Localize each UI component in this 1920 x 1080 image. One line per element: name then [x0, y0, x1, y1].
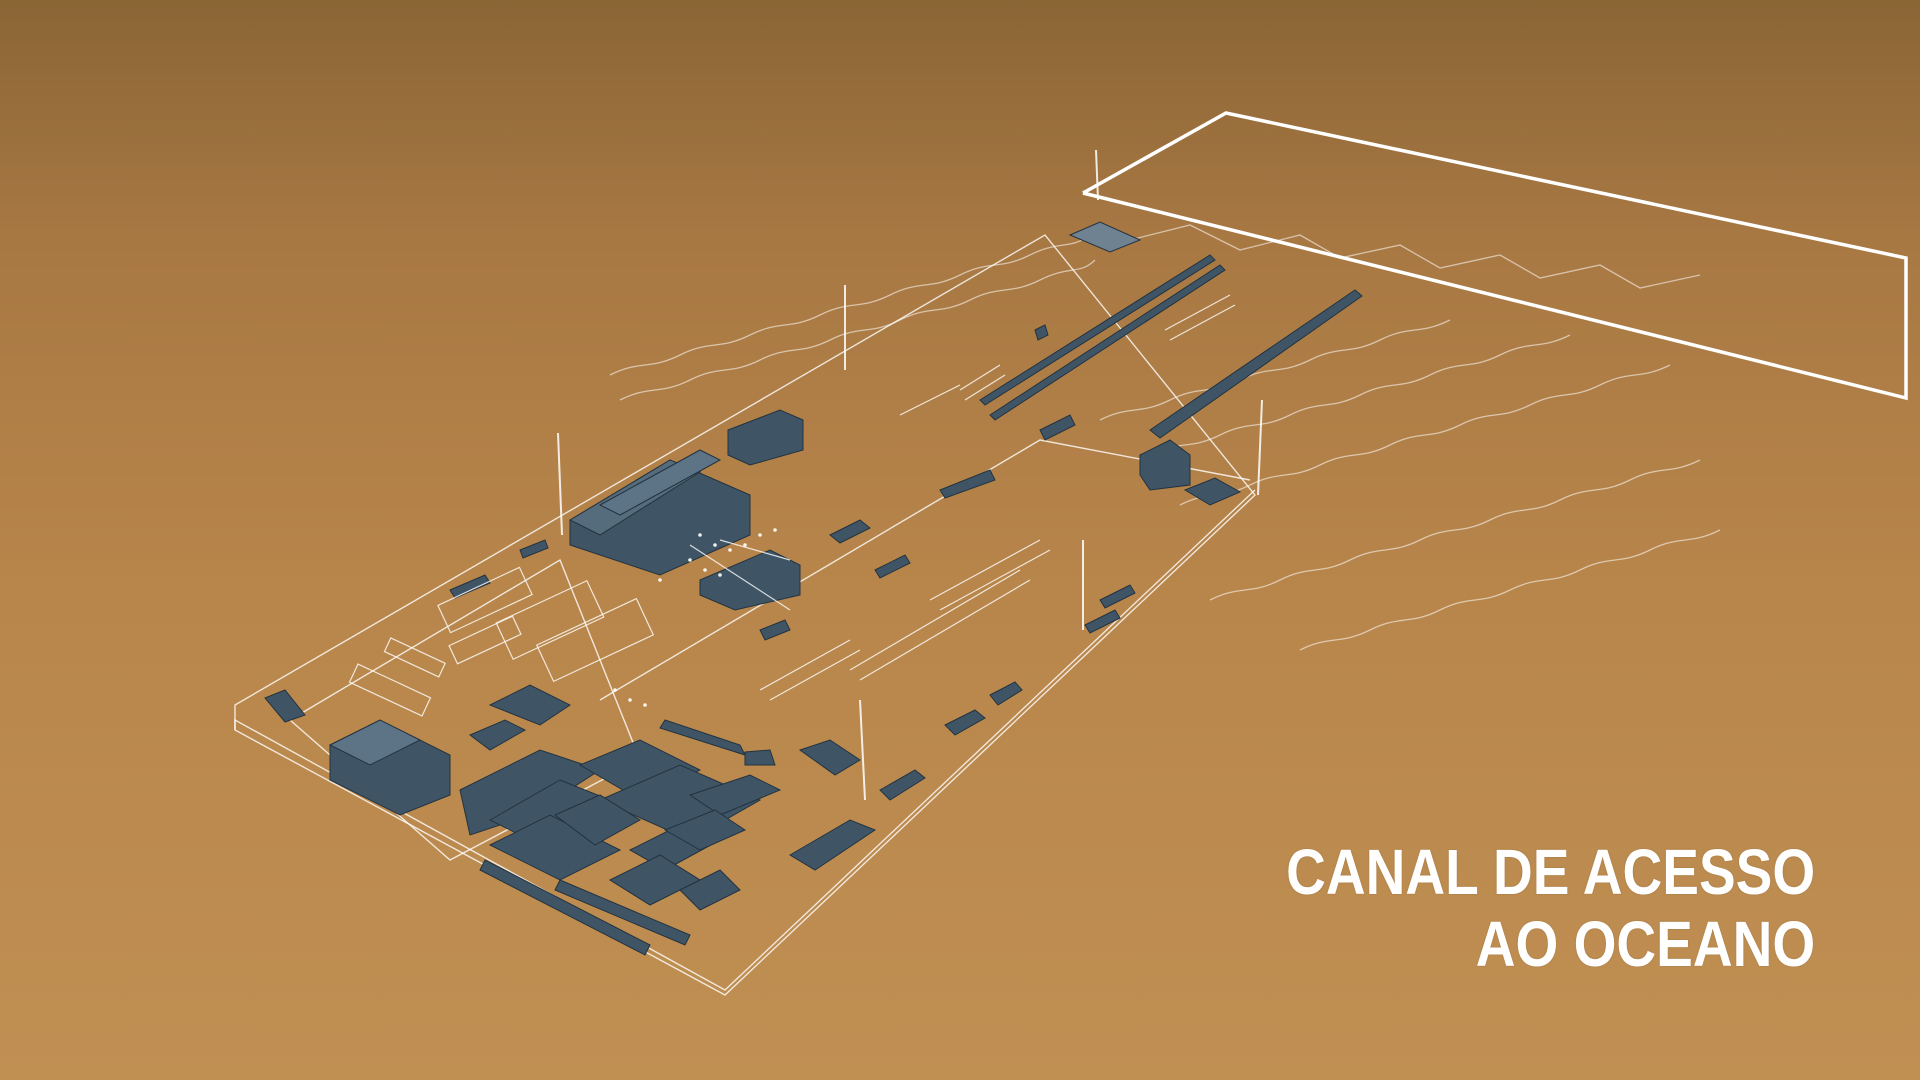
buildings: [264, 221, 1363, 956]
ocean-channel-caption: CANAL DE ACESSO AO OCEANO: [1286, 836, 1815, 980]
lamp-dots: [613, 528, 777, 707]
light-poles: [557, 149, 1263, 801]
yard-outlines: [348, 294, 1236, 717]
caption-line-2: AO OCEANO: [1475, 908, 1815, 980]
caption-line-1: CANAL DE ACESSO: [1285, 836, 1815, 908]
ocean-channel-outline: [1082, 111, 1908, 401]
